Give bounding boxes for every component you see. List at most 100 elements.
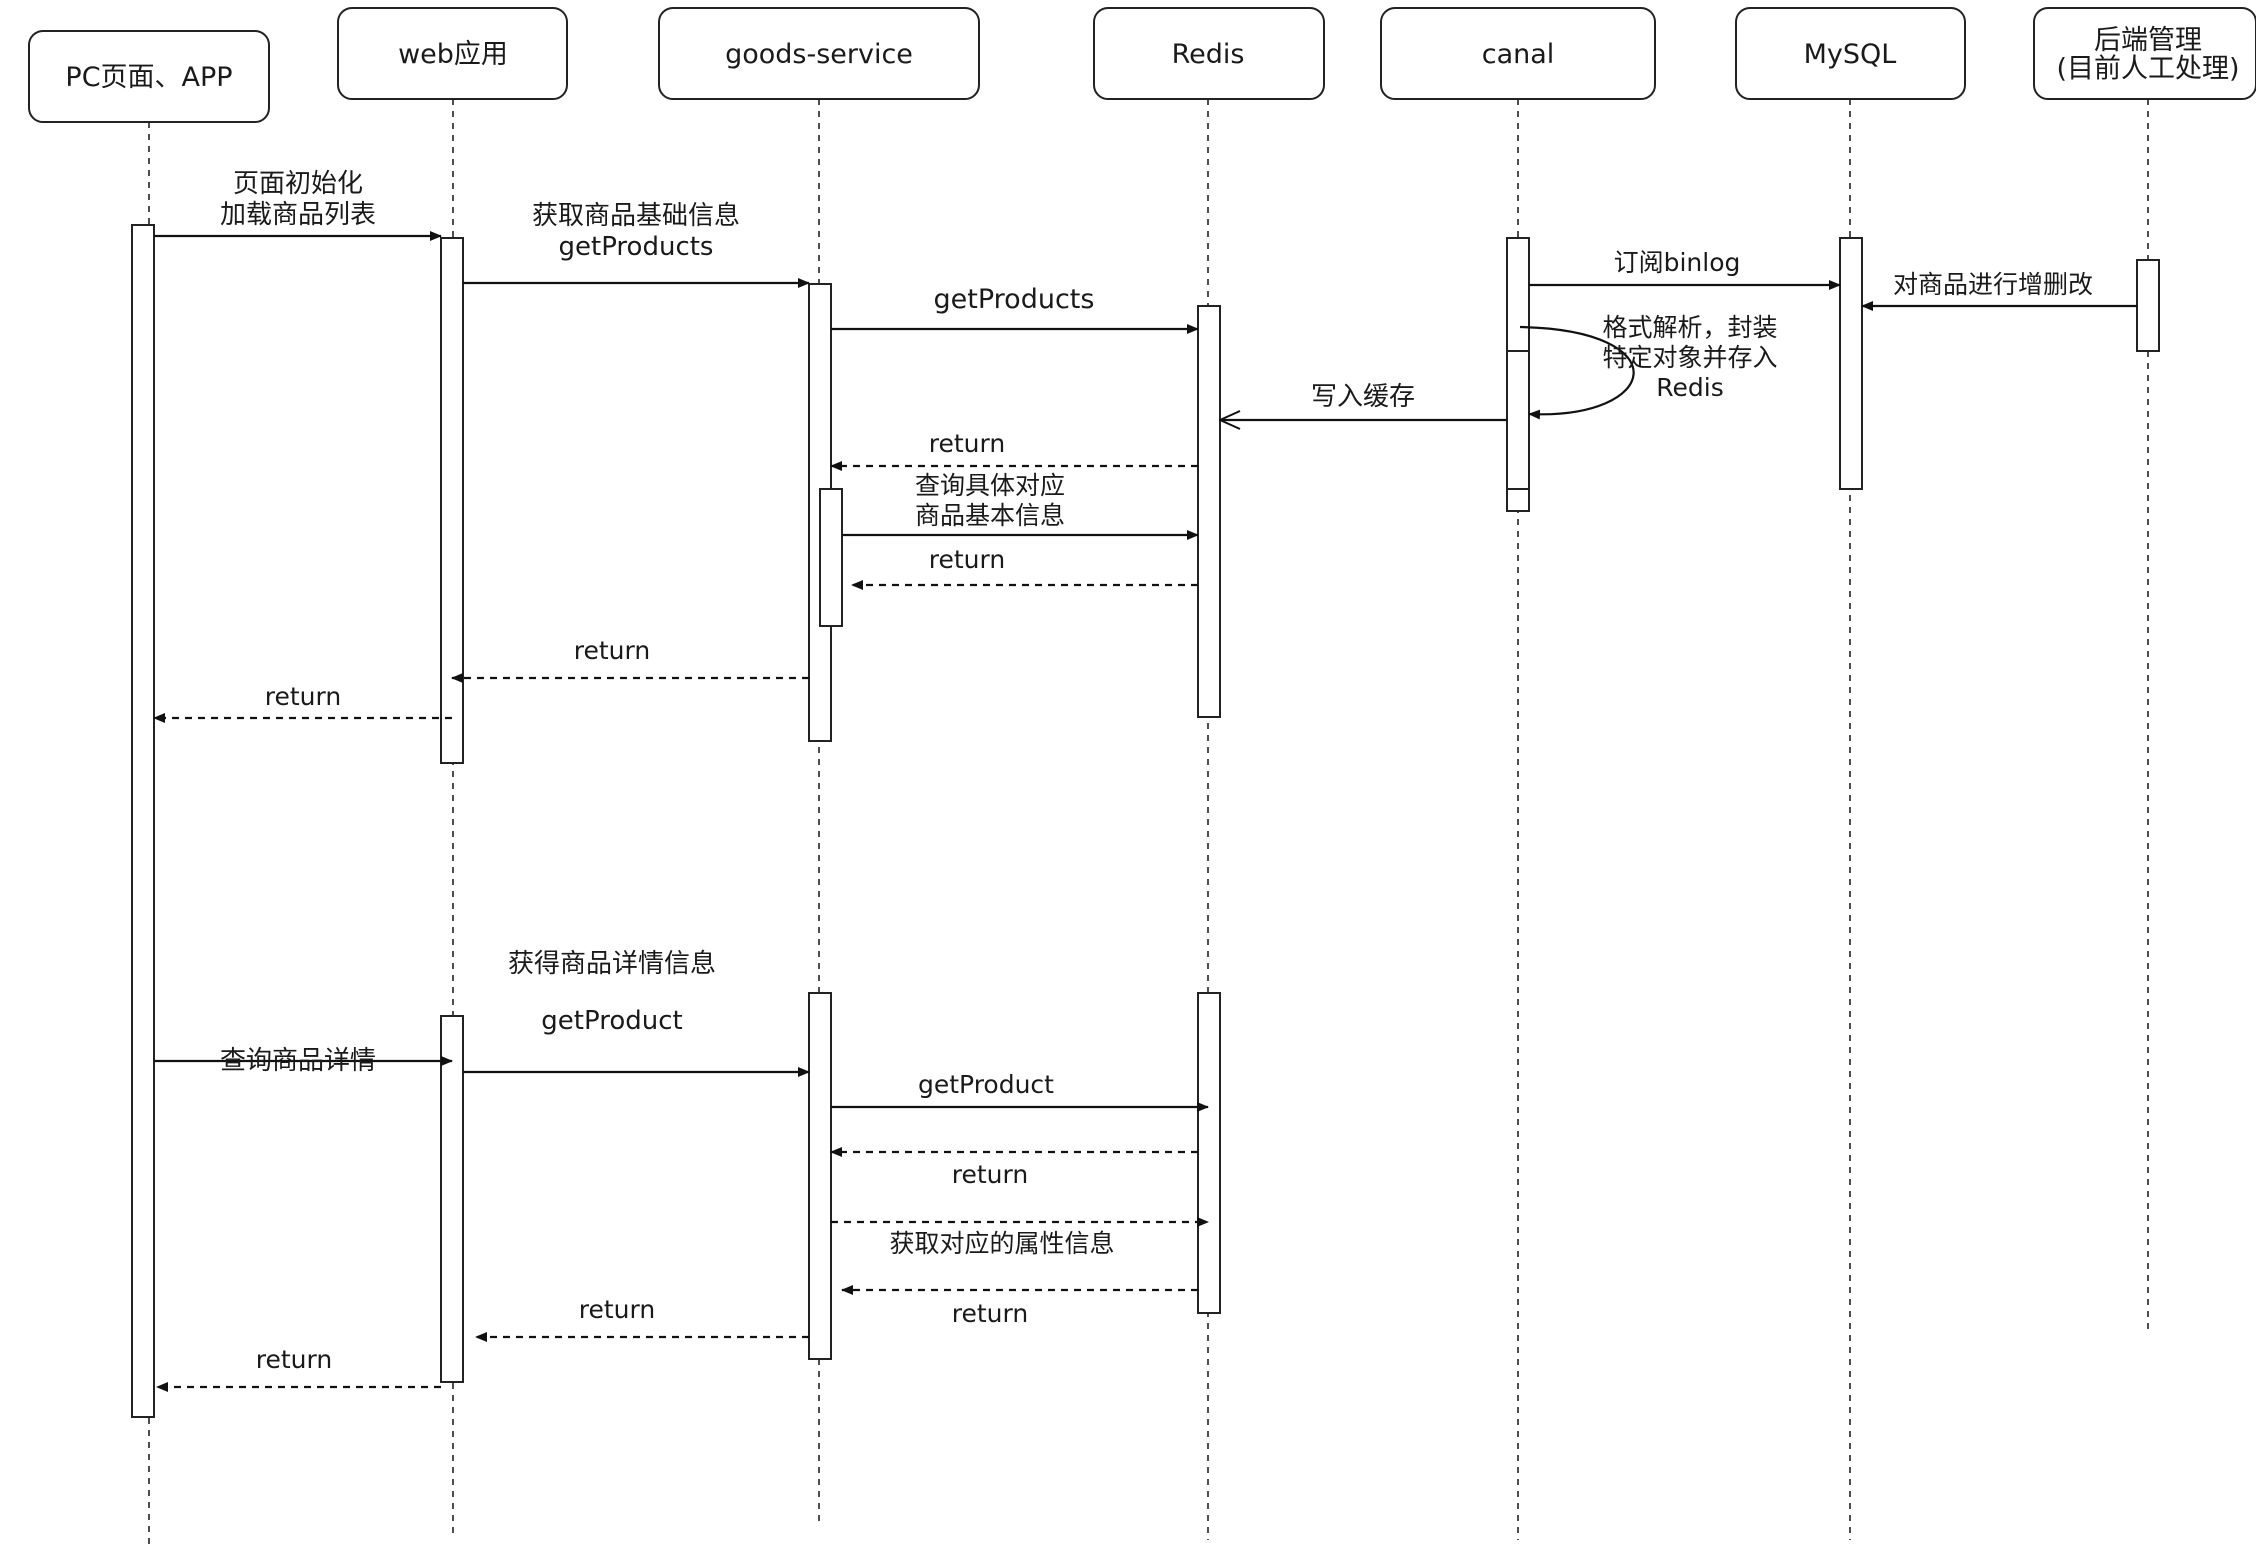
message-m18: return <box>841 1285 1198 1328</box>
message-label-m5-line: 对商品进行增删改 <box>1893 270 2093 299</box>
message-label-m6-line: 特定对象并存入 <box>1602 343 1777 372</box>
activation-bar-redis <box>1197 305 1221 718</box>
participant-label-pc-line: PC页面、APP <box>65 62 232 93</box>
message-m1: 页面初始化加载商品列表 <box>154 169 442 241</box>
message-label-m18-line: return <box>952 1299 1028 1328</box>
message-m16: return <box>830 1147 1198 1189</box>
message-label-m14-line: 查询商品详情 <box>220 1046 376 1076</box>
message-label-m1: 页面初始化加载商品列表 <box>220 169 376 230</box>
message-label-m18: return <box>952 1299 1028 1328</box>
participant-box-web <box>337 7 568 100</box>
message-label-m9-line: 查询具体对应 <box>915 471 1065 500</box>
message-label-m17-line: 获取对应的属性信息 <box>889 1229 1114 1258</box>
message-label-m14: 查询商品详情 <box>220 1046 376 1076</box>
participant-label-canal-line: canal <box>1482 39 1555 70</box>
message-m8: return <box>830 429 1198 471</box>
activation-bar-web <box>440 237 464 764</box>
participant-label-mysql-line: MySQL <box>1804 39 1897 70</box>
message-label-m11: return <box>574 636 650 665</box>
message-label-m7: 写入缓存 <box>1311 382 1415 412</box>
message-label-m6-line: 格式解析，封装 <box>1602 313 1777 342</box>
participant-label-web: web应用 <box>398 39 508 70</box>
activation-bar-goods <box>808 992 832 1360</box>
participant-box-canal <box>1380 7 1656 100</box>
participant-canal: canal <box>1380 7 1656 100</box>
participant-box-admin <box>2033 7 2256 100</box>
message-label-m2-line: getProducts <box>559 232 714 262</box>
message-label-m10: return <box>929 545 1005 574</box>
participant-label-goods-line: goods-service <box>725 39 913 70</box>
message-m5: 对商品进行增删改 <box>1861 270 2137 311</box>
message-label-m4-line: 订阅binlog <box>1614 248 1741 277</box>
participant-mysql: MySQL <box>1735 7 1966 100</box>
message-label-m1-line: 页面初始化 <box>233 169 363 199</box>
message-label-m11-line: return <box>574 636 650 665</box>
message-label-m17: 获取对应的属性信息 <box>889 1229 1114 1258</box>
message-label-m1-line: 加载商品列表 <box>220 200 376 230</box>
message-label-m20-line: return <box>256 1345 332 1374</box>
participant-box-pc <box>28 30 270 123</box>
participant-box-mysql <box>1735 7 1966 100</box>
message-label-m12: return <box>265 682 341 711</box>
participant-label-web-line: web应用 <box>398 39 508 70</box>
activation-bar-goods <box>819 488 843 627</box>
message-label-m5: 对商品进行增删改 <box>1893 270 2093 299</box>
participant-box-goods <box>658 7 980 100</box>
message-m12: return <box>153 682 452 723</box>
activation-bar-admin <box>2136 259 2160 352</box>
message-m19: return <box>475 1295 809 1342</box>
message-arrow-m6 <box>1519 325 1635 420</box>
participant-label-redis-line: Redis <box>1172 39 1245 70</box>
participant-label-canal: canal <box>1482 39 1555 70</box>
activation-bar-pc <box>131 224 155 1418</box>
activation-bar-web <box>440 1015 464 1383</box>
participant-goods: goods-service <box>658 7 980 100</box>
message-m17: 获取对应的属性信息 <box>831 1217 1209 1258</box>
message-label-m13-line: 获得商品详情信息 <box>508 949 716 979</box>
message-label-m8: return <box>929 429 1005 458</box>
participant-admin: 后端管理(目前人工处理) <box>2033 7 2256 100</box>
message-m15: getProduct <box>831 1070 1209 1112</box>
participant-label-admin: 后端管理(目前人工处理) <box>2056 25 2239 84</box>
message-label-m3: getProducts <box>934 284 1095 315</box>
message-label-m16-line: return <box>952 1160 1028 1189</box>
message-m4: 订阅binlog <box>1529 248 1841 290</box>
message-m3: getProducts <box>831 284 1199 334</box>
message-m11: return <box>451 636 809 683</box>
message-m10: return <box>851 545 1198 590</box>
message-label-m7-line: 写入缓存 <box>1311 382 1415 412</box>
message-label-m9: 查询具体对应商品基本信息 <box>915 471 1065 530</box>
activation-bar-redis <box>1197 992 1221 1314</box>
message-m9: 查询具体对应商品基本信息 <box>842 471 1199 540</box>
message-label-m12-line: return <box>265 682 341 711</box>
message-label-m3-line: getProducts <box>934 284 1095 315</box>
message-m14: 查询商品详情 <box>154 1046 453 1076</box>
activation-bar-canal <box>1506 237 1530 512</box>
participant-pc: PC页面、APP <box>28 30 270 123</box>
message-label-m15: getProduct <box>918 1070 1054 1099</box>
participant-label-admin-line: (目前人工处理) <box>2056 53 2239 84</box>
participant-redis: Redis <box>1093 7 1325 100</box>
message-m7: 写入缓存 <box>1220 382 1507 420</box>
participant-label-mysql: MySQL <box>1804 39 1897 70</box>
message-label-m15-line: getProduct <box>918 1070 1054 1099</box>
participant-web: web应用 <box>337 7 568 100</box>
participant-box-redis <box>1093 7 1325 100</box>
message-label-m20: return <box>256 1345 332 1374</box>
participant-label-goods: goods-service <box>725 39 913 70</box>
message-label-m9-line: 商品基本信息 <box>915 501 1065 530</box>
message-label-m19-line: return <box>579 1295 655 1324</box>
message-label-m16: return <box>952 1160 1028 1189</box>
message-label-m8-line: return <box>929 429 1005 458</box>
message-label-m19: return <box>579 1295 655 1324</box>
participant-label-admin-line: 后端管理 <box>2094 25 2202 56</box>
message-label-m4: 订阅binlog <box>1614 248 1741 277</box>
